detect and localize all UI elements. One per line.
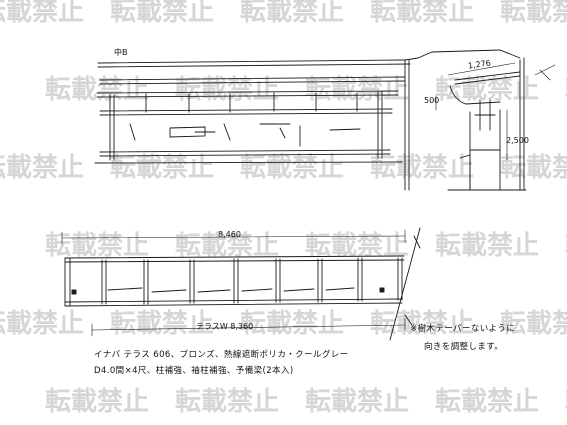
watermark-text: 転載禁止 bbox=[110, 153, 214, 183]
plan-view bbox=[61, 227, 421, 341]
right-note-line1: ※樹木テーパーないように bbox=[410, 324, 516, 334]
watermark-text: 転載禁止 bbox=[565, 75, 567, 105]
spec-line-1: イナバ テラス 606、ブロンズ、熱線遮断ポリカ・クールグレー bbox=[94, 350, 349, 360]
section-height-dim: 2,500 bbox=[506, 136, 529, 145]
watermark-text: 転載禁止 bbox=[45, 231, 149, 261]
watermark-text: 転載禁止 bbox=[305, 387, 409, 417]
watermark-text: 転載禁止 bbox=[435, 231, 539, 261]
section-small-dim: 500 bbox=[424, 96, 440, 105]
watermark-text: 転載禁止 bbox=[175, 231, 279, 261]
watermark-text: 転載禁止 bbox=[565, 387, 567, 417]
spec-line-2: D4.0間×4尺、柱補強、袖柱補強、予備梁(2本入) bbox=[94, 366, 294, 376]
watermark-text: 転載禁止 bbox=[500, 0, 567, 27]
watermark-text: 転載禁止 bbox=[240, 0, 344, 27]
watermark-text: 転載禁止 bbox=[0, 153, 84, 183]
watermark-text: 転載禁止 bbox=[175, 75, 279, 105]
overall-width-dim: 8,460 bbox=[218, 230, 241, 239]
watermark-text: 転載禁止 bbox=[240, 309, 344, 339]
elevation-view bbox=[94, 57, 419, 191]
elevation-label: 中B bbox=[114, 48, 128, 57]
watermark-text: 転載禁止 bbox=[110, 309, 214, 339]
section-view bbox=[417, 49, 556, 191]
watermark-text: 転載禁止 bbox=[110, 0, 214, 27]
watermark-text: 転載禁止 bbox=[370, 153, 474, 183]
watermark-text: 転載禁止 bbox=[240, 153, 344, 183]
watermark-text: 転載禁止 bbox=[0, 0, 84, 27]
watermark-text: 転載禁止 bbox=[500, 153, 567, 183]
watermark-text: 転載禁止 bbox=[175, 387, 279, 417]
watermark-text: 転載禁止 bbox=[565, 231, 567, 261]
watermark-text: 転載禁止 bbox=[0, 309, 84, 339]
terrace-width-dim: テラスW 8,360 bbox=[196, 322, 254, 331]
watermark-text: 転載禁止 bbox=[435, 387, 539, 417]
watermark-text: 転載禁止 bbox=[500, 309, 567, 339]
watermark-text: 転載禁止 bbox=[370, 0, 474, 27]
watermark-text: 転載禁止 bbox=[45, 387, 149, 417]
right-note-line2: 向きを調整します。 bbox=[424, 342, 504, 352]
watermark-text: 転載禁止 bbox=[370, 309, 474, 339]
